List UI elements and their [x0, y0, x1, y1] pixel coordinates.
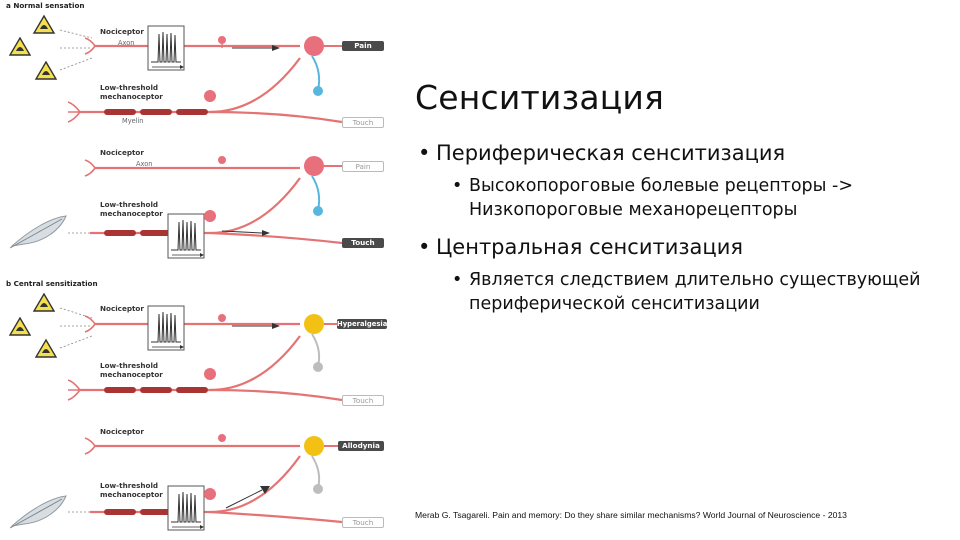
low-threshold-label: Low-threshold	[100, 361, 159, 370]
sub-bullet: Является следствием длительно существующ…	[452, 268, 938, 316]
nociceptor-label: Nociceptor	[100, 304, 144, 313]
warning-sign-icon	[35, 61, 57, 80]
panel-b-noxious	[9, 293, 343, 402]
spike-train-plot	[147, 25, 185, 71]
section-b-label: b Central sensitization	[6, 279, 98, 288]
sensitized-neuron	[304, 314, 324, 334]
output-pain: Pain	[342, 41, 384, 51]
neuron-body	[218, 36, 226, 44]
inhibitory-neuron	[313, 86, 323, 96]
output-touch: Touch	[342, 395, 384, 406]
bullet-peripheral: Периферическая сенситизация	[418, 140, 938, 166]
bullet-list: Периферическая сенситизация Высокопорого…	[418, 140, 938, 316]
sensitization-figure: a Normal sensation b Central sensitizati…	[0, 0, 392, 540]
warning-sign-icon	[9, 37, 31, 56]
output-allodynia: Allodynia	[338, 441, 384, 451]
low-threshold-label: Low-threshold	[100, 481, 159, 490]
bullet-central: Центральная сенситизация	[418, 234, 938, 260]
warning-sign-icon	[9, 317, 31, 336]
axon-label: Axon	[136, 160, 153, 168]
output-touch: Touch	[342, 117, 384, 128]
nociceptor-label: Nociceptor	[100, 427, 144, 436]
projection-neuron	[304, 36, 324, 56]
output-pain: Pain	[342, 161, 384, 172]
output-hyperalgesia: Hyperalgesia	[337, 319, 388, 329]
nociceptor-label: Nociceptor	[100, 148, 144, 157]
warning-sign-icon	[33, 15, 55, 34]
spike-train-plot	[147, 305, 185, 351]
mechanoceptor-label: mechanoceptor	[100, 370, 163, 379]
feather-icon	[9, 495, 67, 529]
panel-a-noxious	[9, 15, 343, 124]
spike-train-plot	[167, 213, 205, 259]
panel-b-light-touch	[9, 434, 343, 531]
low-threshold-label: Low-threshold	[100, 83, 159, 92]
feather-icon	[9, 215, 67, 249]
nociceptor-label: Nociceptor	[100, 27, 144, 36]
slide-title: Сенситизация	[415, 78, 665, 118]
mechanoceptor-label: mechanoceptor	[100, 490, 163, 499]
mechanoceptor-label: mechanoceptor	[100, 92, 163, 101]
low-threshold-label: Low-threshold	[100, 200, 159, 209]
sub-bullet: Высокопороговые болевые рецепторы -> Низ…	[452, 174, 938, 222]
axon-label: Axon	[118, 39, 135, 47]
citation: Merab G. Tsagareli. Pain and memory: Do …	[415, 510, 847, 520]
spike-train-plot	[167, 485, 205, 531]
output-touch: Touch	[342, 238, 384, 248]
mechanoceptor-label: mechanoceptor	[100, 209, 163, 218]
warning-sign-icon	[35, 339, 57, 358]
neural-diagram	[9, 15, 343, 531]
panel-a-light-touch	[9, 156, 343, 259]
myelin-label: Myelin	[122, 117, 144, 125]
section-a-label: a Normal sensation	[6, 1, 85, 10]
output-touch: Touch	[342, 517, 384, 528]
warning-sign-icon	[33, 293, 55, 312]
